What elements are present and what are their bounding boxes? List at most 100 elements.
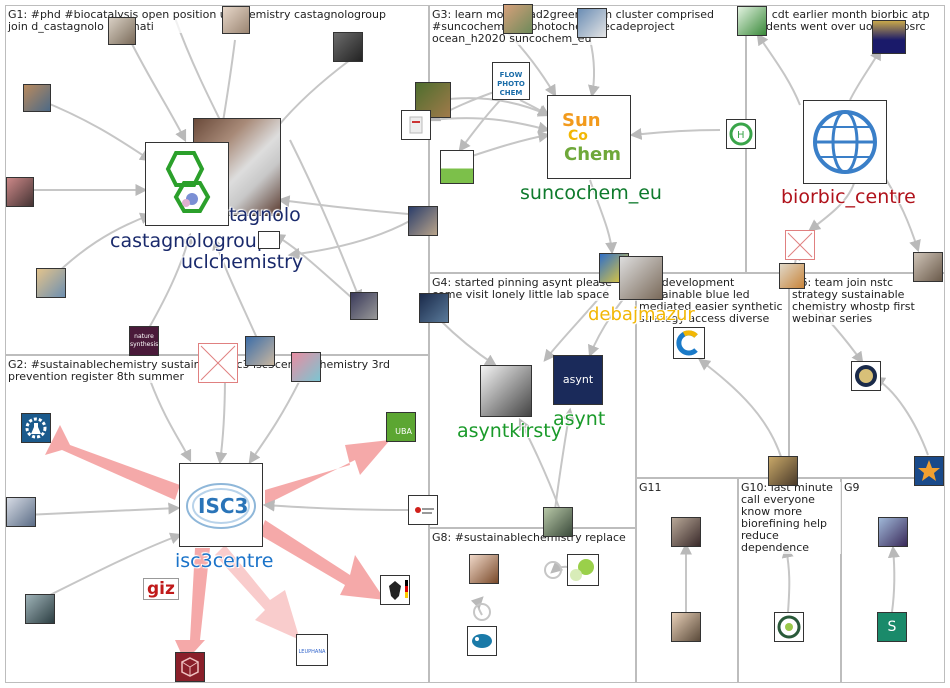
castagnologroup-node[interactable]	[145, 142, 229, 226]
isc3centre-node[interactable]: ISC3	[179, 463, 263, 547]
doc-node[interactable]	[401, 110, 431, 140]
fish-node[interactable]	[467, 626, 497, 656]
group-frame-g6	[789, 273, 945, 478]
avatar-node[interactable]	[737, 6, 767, 36]
bubbles-icon	[570, 559, 594, 581]
avatar-node[interactable]	[25, 594, 55, 624]
nature-synthesis-node[interactable]: nature synthesis	[129, 326, 159, 356]
avatar-node[interactable]	[543, 507, 573, 537]
star-icon	[918, 460, 940, 481]
avatar-node[interactable]	[671, 517, 701, 547]
gear-flask-node[interactable]	[21, 413, 51, 443]
isc3-logo-text: ISC3	[198, 494, 249, 518]
debajmazur-node[interactable]	[619, 256, 663, 300]
avatar-node[interactable]	[503, 4, 533, 34]
c-logo-icon	[676, 330, 698, 356]
asynt-label: asynt	[553, 408, 606, 430]
document-icon	[409, 116, 423, 134]
f4m-node[interactable]	[774, 612, 804, 642]
biorbic-label: biorbic_centre	[781, 186, 916, 208]
group-frame-g11	[636, 478, 738, 683]
biorbic-node[interactable]	[803, 100, 887, 184]
suncochem-logo-sun: Sun	[562, 110, 601, 131]
hexagon-logo-icon	[165, 151, 211, 213]
ring-logo-icon	[777, 615, 801, 639]
avatar-node[interactable]	[768, 456, 798, 486]
asynt-node[interactable]: asynt	[553, 355, 603, 405]
star-logo-icon	[415, 507, 434, 514]
globe-icon	[813, 110, 877, 174]
group-label-g8: G8: #sustainablechemistry replace	[432, 532, 632, 544]
avatar-node[interactable]	[469, 554, 499, 584]
castagnologroup-label: castagnologroup	[110, 230, 269, 252]
g2-pink-edges	[45, 425, 390, 662]
broken-image-icon	[787, 232, 813, 258]
avatar-node[interactable]	[350, 292, 378, 320]
group-frame-g8	[429, 528, 636, 683]
cube-node[interactable]	[175, 652, 205, 682]
crossed-placeholder-node[interactable]	[785, 230, 815, 260]
svg-text:H: H	[737, 130, 745, 141]
bubbles-node[interactable]	[567, 554, 599, 586]
eagle-node[interactable]	[380, 575, 410, 605]
seal-icon	[855, 365, 877, 387]
avatar-node[interactable]	[36, 268, 66, 298]
uba-node[interactable]: UBA	[386, 412, 416, 442]
avatar-node[interactable]	[6, 497, 36, 527]
avatar-node[interactable]	[419, 293, 449, 323]
uclchemistry-node[interactable]	[258, 231, 280, 249]
self-loop	[544, 561, 562, 579]
isc3-logo-icon	[186, 483, 256, 529]
recycle-icon: H	[729, 122, 753, 146]
gear-flask-icon	[25, 417, 47, 439]
seal-node[interactable]	[851, 361, 881, 391]
asyntkirsty-label: asyntkirsty	[457, 420, 562, 442]
g2-grey-edges	[24, 374, 411, 601]
avatar-node[interactable]	[108, 17, 136, 45]
broken-image-icon	[200, 345, 236, 381]
s-logo-node[interactable]: S	[877, 612, 907, 642]
plants-node[interactable]	[440, 150, 474, 184]
group-label-g6: G6: team join nstc strategy sustainable …	[792, 277, 942, 325]
crossed-placeholder-node[interactable]	[198, 343, 238, 383]
avatar-node[interactable]	[6, 177, 34, 207]
cube-icon	[181, 657, 199, 677]
fish-icon	[472, 634, 492, 648]
avatar-node[interactable]	[245, 336, 275, 366]
group-frame-g4	[429, 273, 636, 528]
giz-label: giz	[143, 578, 179, 600]
suncochem-label: suncochem_eu	[520, 182, 662, 204]
suncochem-node[interactable]: Sun Co Chem	[547, 95, 631, 179]
leuphana-node[interactable]: LEUPHANA	[296, 634, 328, 666]
avatar-node[interactable]	[671, 612, 701, 642]
avatar-node[interactable]	[222, 6, 250, 34]
suncochem-logo-chem: Chem	[564, 144, 621, 165]
group-label-g10: G10: last minute call everyone know more…	[741, 482, 841, 554]
c-logo-node[interactable]	[673, 327, 705, 359]
asyntkirsty-node[interactable]	[480, 365, 532, 417]
star-node[interactable]	[914, 456, 944, 486]
avatar-node[interactable]	[872, 20, 906, 54]
eagle-icon	[389, 580, 408, 600]
avatar-node[interactable]	[333, 32, 363, 62]
self-loop	[473, 603, 491, 621]
group-label-g5: G5: cdt earlier month biorbic atp studen…	[749, 9, 939, 33]
uclchemistry-label: uclchemistry	[181, 251, 304, 273]
avatar-node[interactable]	[291, 352, 321, 382]
flowphotochem-node[interactable]: FLOW PHOTO CHEM	[492, 62, 530, 100]
avatar-node[interactable]	[23, 84, 51, 112]
group-label-g9: G9	[844, 482, 904, 494]
avatar-node[interactable]	[577, 8, 607, 38]
avatar-node[interactable]	[408, 206, 438, 236]
isc3centre-label: isc3centre	[175, 550, 274, 572]
avatar-node[interactable]	[913, 252, 943, 282]
avatar-node[interactable]	[779, 263, 805, 289]
debajmazur-label: debajmazur	[588, 304, 695, 325]
avatar-node[interactable]	[878, 517, 908, 547]
group-frame-g9	[841, 478, 945, 683]
group-label-g11: G11	[639, 482, 699, 494]
castagnolo-label: tagnolo	[229, 204, 301, 226]
recycle-node[interactable]: H	[726, 119, 756, 149]
research-node[interactable]	[408, 495, 438, 525]
